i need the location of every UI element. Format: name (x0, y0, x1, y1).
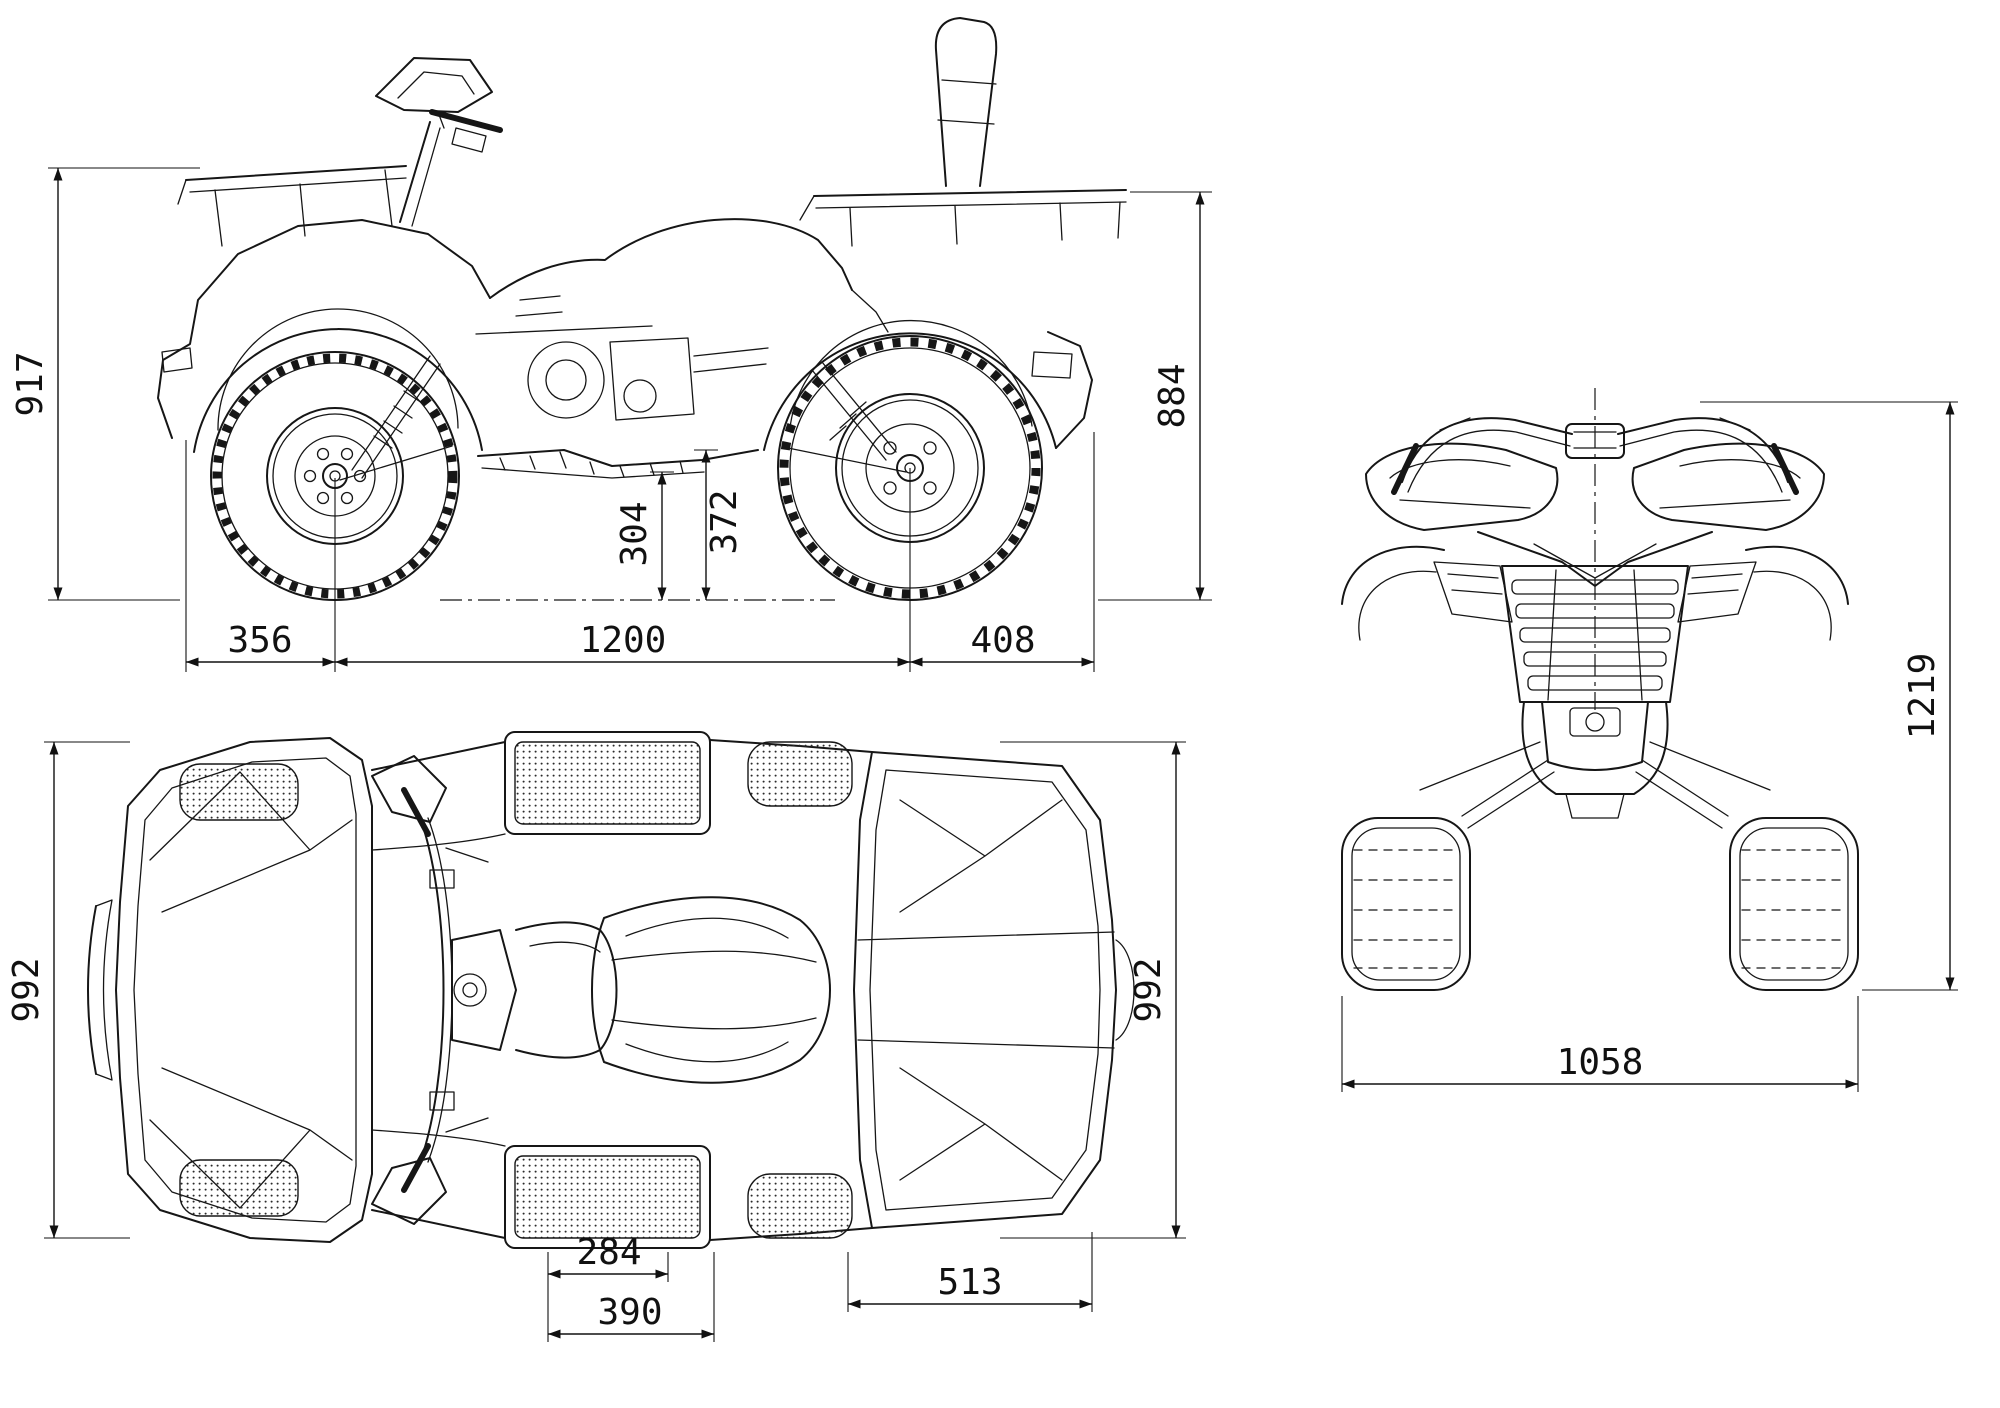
headlight-pods (1365, 442, 1825, 531)
front-left-tire (1341, 817, 1471, 991)
dim-footboard-inner-width: 284 (576, 1232, 641, 1273)
dim-rear-width: 992 (1128, 957, 1169, 1022)
dim-footboard-outer-width: 390 (597, 1292, 662, 1333)
top-footboards (504, 731, 711, 1249)
front-fender-grip-pad-left (179, 763, 299, 821)
tail-section (1047, 331, 1093, 449)
rear-fender-pad-right (747, 1173, 853, 1239)
grip (429, 109, 503, 133)
front-suspension-arms (1419, 741, 1771, 829)
dim-ground-clearance: 304 (614, 501, 655, 566)
front-right-tire (1729, 817, 1859, 991)
front-fender (193, 328, 483, 453)
front-dimensions: 1219 1058 (1341, 401, 1958, 1092)
gauge-pod (1565, 423, 1625, 459)
engine (475, 295, 769, 421)
front-hood-grille (1341, 531, 1849, 703)
side-dimensions: 917 884 356 1200 408 304 372 (10, 167, 1212, 672)
tank-seat-profile (489, 218, 853, 299)
dim-overall-height-side: 917 (10, 351, 51, 416)
rear-fender-pad-left (747, 741, 853, 807)
top-left-grip (401, 787, 431, 837)
front-view: 1219 1058 (1341, 388, 1958, 1092)
front-suspension (339, 355, 453, 481)
dim-overall-width: 1058 (1557, 1042, 1644, 1083)
front-bumper (1521, 701, 1669, 819)
dim-rear-section-length: 513 (937, 1262, 1002, 1303)
top-handlebar (371, 755, 517, 1225)
top-brush-guard-right (371, 1157, 447, 1225)
dim-front-overhang: 356 (227, 620, 292, 661)
handlebar (375, 57, 503, 227)
dim-frame-height: 372 (704, 489, 745, 554)
top-view: 992 992 284 390 513 (6, 731, 1186, 1342)
top-right-grip (401, 1143, 431, 1193)
side-front-wheel (210, 351, 460, 601)
dim-rack-height: 884 (1152, 363, 1193, 428)
hood-profile (157, 219, 491, 439)
top-rear-rack (853, 751, 1135, 1229)
front-fender-grip-pad-right (179, 1159, 299, 1217)
throttle-pod (451, 127, 487, 153)
top-front-bumper (87, 899, 113, 1081)
rear-suspension (787, 361, 907, 473)
tail-lamp (1031, 351, 1073, 379)
backrest (934, 17, 998, 187)
top-dimensions: 992 992 284 390 513 (6, 741, 1186, 1342)
top-tank-seat (515, 896, 831, 1084)
dim-rear-overhang: 408 (970, 620, 1035, 661)
brush-guard (375, 57, 493, 113)
dim-overall-height-front: 1219 (1902, 653, 1943, 740)
winch (161, 347, 193, 373)
footboard (477, 449, 759, 479)
front-handlebar (1391, 417, 1799, 495)
side-view: 917 884 356 1200 408 304 372 (10, 17, 1212, 672)
top-brush-guard-left (371, 755, 447, 823)
seat (591, 896, 831, 1084)
rear-rack (799, 189, 1127, 247)
front-rack (177, 165, 407, 247)
rear-grab-handle (1115, 939, 1135, 1041)
top-front-rack (115, 737, 373, 1243)
dim-wheelbase: 1200 (580, 620, 667, 661)
side-body (157, 17, 1127, 481)
dim-front-width: 992 (6, 957, 47, 1022)
rear-fender (763, 332, 1057, 451)
